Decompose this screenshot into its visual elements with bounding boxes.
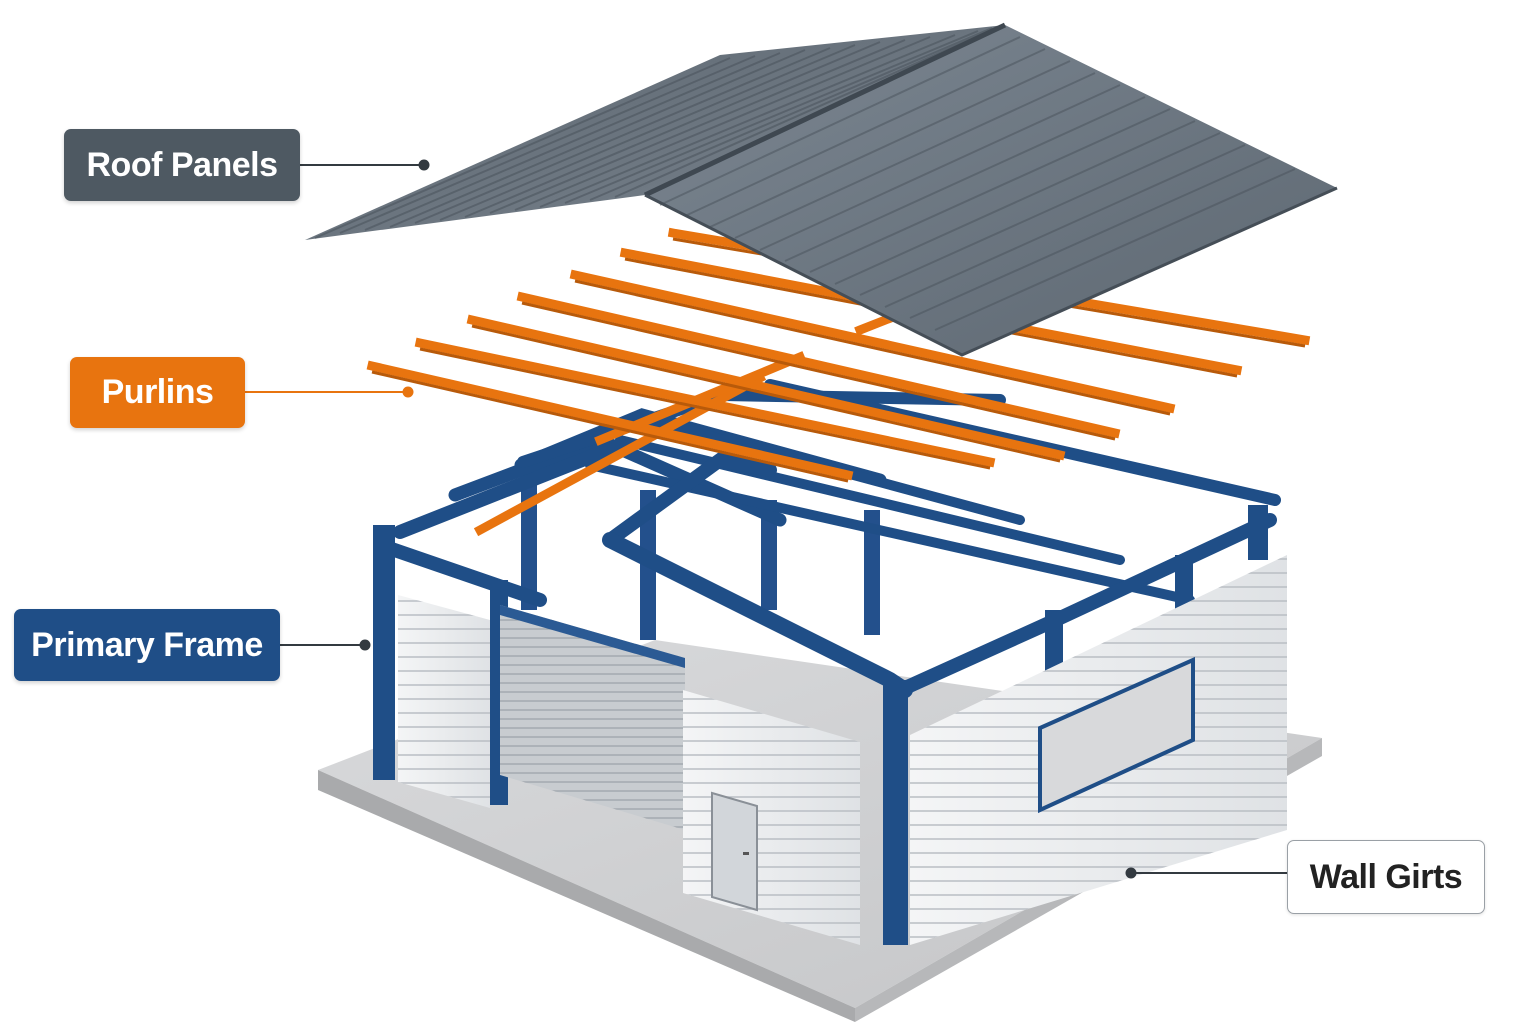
- primary-frame-label: Primary Frame: [14, 609, 280, 681]
- front-wall-panel: [683, 690, 860, 945]
- roll-up-door: [500, 605, 685, 830]
- roof-panels-label: Roof Panels: [64, 129, 300, 201]
- side-wall-panel: [910, 555, 1287, 945]
- leader-lines: [245, 159, 1287, 879]
- left-wall-panel: [398, 595, 490, 808]
- purlins-label: Purlins: [70, 357, 245, 428]
- wall-girts-label: Wall Girts: [1287, 840, 1485, 914]
- roof-panels: [305, 22, 1338, 357]
